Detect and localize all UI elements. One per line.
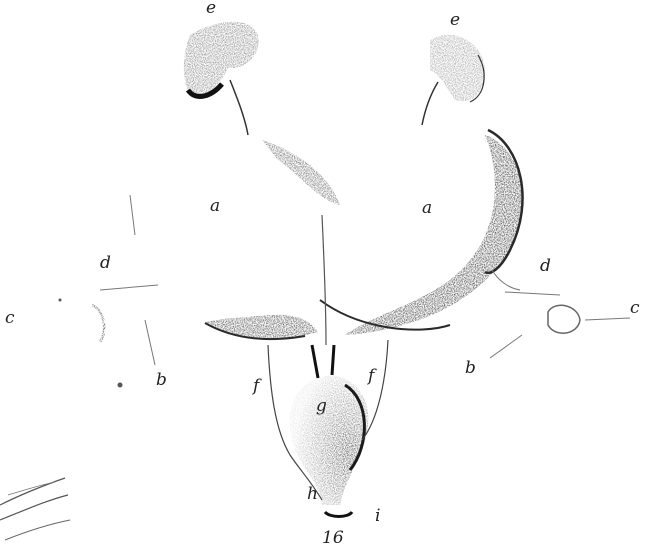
right-side-structure — [490, 270, 630, 358]
bulb-g — [290, 345, 369, 517]
stray-marks — [0, 478, 70, 540]
label-d-right: d — [540, 258, 551, 275]
label-c-right: c — [630, 300, 640, 317]
left-appendage-e — [184, 22, 259, 135]
label-g: g — [316, 398, 327, 415]
left-lobe — [205, 140, 340, 339]
label-b-right: b — [465, 360, 476, 377]
label-a-right: a — [422, 200, 432, 217]
label-a-left: a — [210, 198, 220, 215]
label-h: h — [307, 486, 318, 503]
label-e-right: e — [450, 12, 460, 29]
left-side-structure — [59, 195, 159, 388]
label-e-left: e — [206, 0, 216, 17]
right-appendage-e — [422, 35, 485, 125]
label-b-left: b — [156, 372, 167, 389]
label-c-left: c — [5, 310, 15, 327]
label-d-left: d — [100, 255, 111, 272]
label-i: i — [375, 508, 380, 525]
figure-number: 16 — [322, 530, 344, 547]
label-f-right: f — [368, 368, 374, 385]
right-lobe — [320, 130, 523, 335]
median-line — [322, 215, 326, 345]
label-f-left: f — [253, 378, 259, 395]
